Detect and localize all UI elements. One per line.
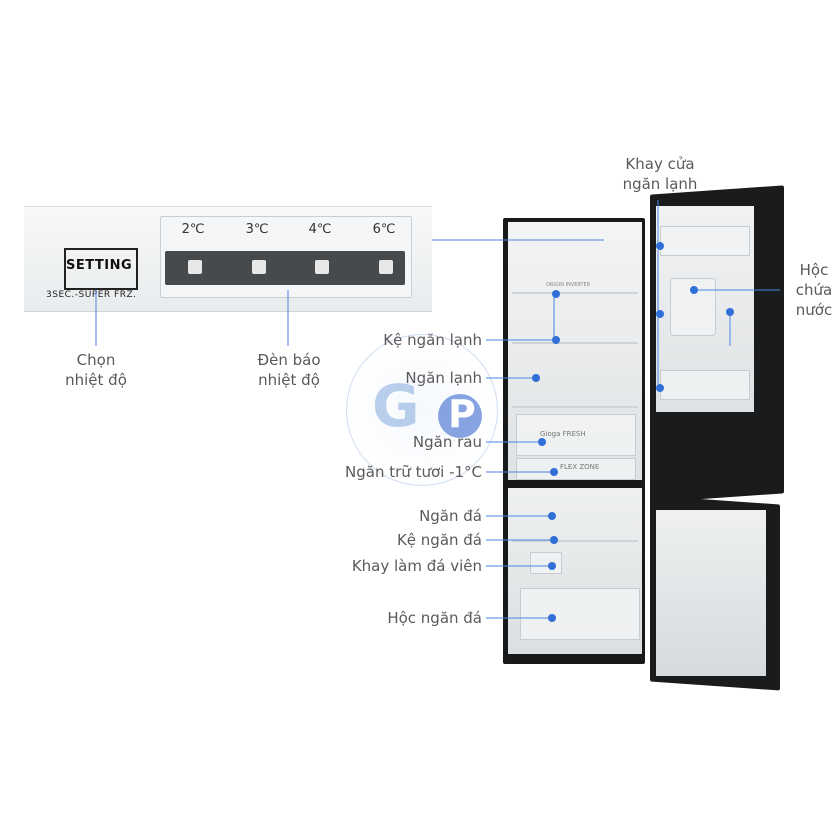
freezer-drawer	[520, 588, 640, 640]
label-ngan-tru-tuoi: Ngăn trữ tươi -1°C	[345, 463, 482, 481]
fridge-shelf	[512, 406, 638, 408]
watermark-letter-p: P	[448, 392, 476, 436]
label-ngan-da: Ngăn đá	[419, 507, 482, 525]
fridge-lower-door-interior	[656, 510, 766, 676]
temp-label-6: 6℃	[372, 222, 396, 237]
vegetable-drawer	[516, 414, 636, 456]
indicator-strip	[165, 251, 405, 285]
setting-button-frame	[64, 248, 138, 290]
setting-sub-label: 3SEC.-SUPER FRZ.	[46, 290, 137, 300]
fridge-shelf	[512, 342, 638, 344]
indicator-light-icon	[315, 260, 329, 274]
fridge-shelf	[512, 292, 638, 294]
label-den-bao-nhiet-do: Đèn báo nhiệt độ	[257, 351, 321, 389]
watermark-logo-p-icon: P	[438, 392, 482, 438]
flex-zone-drawer	[516, 458, 636, 480]
door-tray-bottom	[660, 370, 750, 400]
indicator-light-icon	[188, 260, 202, 274]
indicator-light-icon	[252, 260, 266, 274]
label-khay-cua-ngan-lanh: Khay cửa ngăn lạnh	[622, 155, 698, 193]
setting-button-label: SETTING	[66, 258, 133, 273]
label-khay-lam-da-vien: Khay làm đá viên	[351, 557, 482, 575]
freezer-shelf	[512, 540, 638, 542]
door-tray-top	[660, 226, 750, 256]
label-ke-ngan-da: Kệ ngăn đá	[396, 531, 482, 549]
label-ngan-rau: Ngăn rau	[412, 433, 482, 451]
temp-label-2: 2℃	[181, 222, 205, 237]
watermark-logo-g: G	[372, 372, 420, 440]
label-ke-ngan-lanh: Kệ ngăn lạnh	[383, 331, 482, 349]
label-chon-nhiet-do: Chọn nhiệt độ	[65, 351, 127, 389]
flex-zone-mark: FLEX ZONE	[560, 463, 600, 471]
label-hoc-chua-nuoc: Hộc chứa nước	[795, 261, 833, 319]
temp-label-4: 4℃	[308, 222, 332, 237]
label-hoc-ngan-da: Hộc ngăn đá	[387, 609, 482, 627]
label-ngan-lanh: Ngăn lạnh	[405, 369, 482, 387]
temp-label-3: 3℃	[245, 222, 269, 237]
fresh-zone-mark: Gioga FRESH	[540, 430, 586, 438]
indicator-light-icon	[379, 260, 393, 274]
brand-strip-mark: ORIGIN INVERTER	[546, 282, 591, 288]
